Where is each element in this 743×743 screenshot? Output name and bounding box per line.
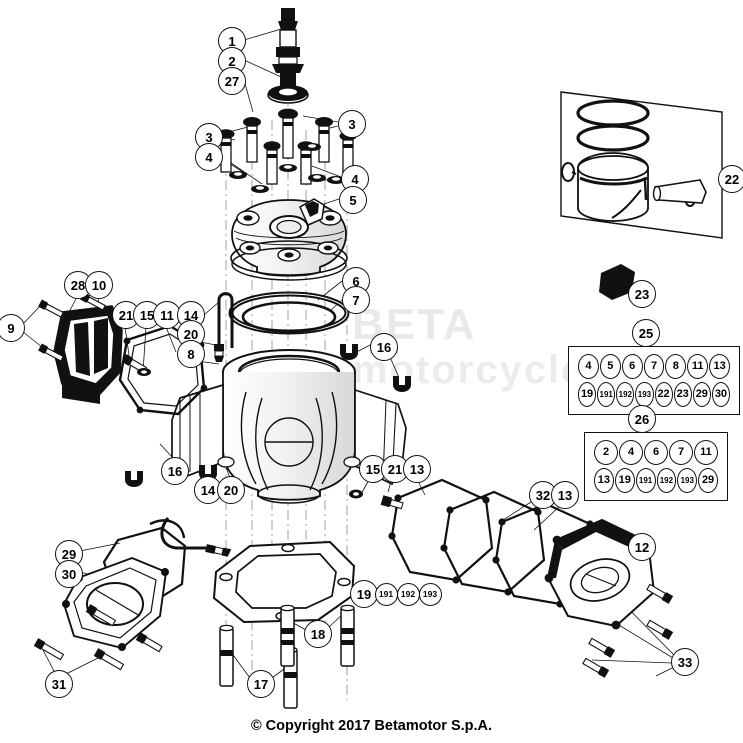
callout-17[interactable]: 17	[247, 670, 275, 698]
callout-27[interactable]: 27	[218, 67, 246, 95]
callout-12[interactable]: 12	[628, 533, 656, 561]
callout-9[interactable]: 9	[0, 314, 25, 342]
chip-5[interactable]: 5	[599, 354, 621, 379]
chip-30[interactable]: 30	[711, 382, 730, 407]
callout-7[interactable]: 7	[342, 286, 370, 314]
callout-193[interactable]: 193	[418, 582, 442, 606]
chip-11[interactable]: 11	[694, 440, 718, 465]
chip-13[interactable]: 13	[594, 468, 614, 493]
callout-30[interactable]: 30	[55, 560, 83, 588]
callout-3[interactable]: 3	[338, 110, 366, 138]
callout-23[interactable]: 23	[628, 280, 656, 308]
callout-31[interactable]: 31	[45, 670, 73, 698]
chip-7[interactable]: 7	[669, 440, 693, 465]
callout-33[interactable]: 33	[671, 648, 699, 676]
chip-22[interactable]: 22	[654, 382, 673, 407]
chip-192[interactable]: 192	[656, 468, 677, 493]
callout-16[interactable]: 16	[370, 333, 398, 361]
chip-193[interactable]: 193	[635, 382, 654, 407]
callout-10[interactable]: 10	[85, 271, 113, 299]
callout-5[interactable]: 5	[339, 186, 367, 214]
chip-8[interactable]: 8	[665, 354, 687, 379]
chip-4[interactable]: 4	[619, 440, 643, 465]
callout-191[interactable]: 191	[374, 582, 398, 606]
callout-8[interactable]: 8	[177, 340, 205, 368]
chip-4[interactable]: 4	[578, 354, 599, 379]
chip-6[interactable]: 6	[621, 354, 643, 379]
chip-7[interactable]: 7	[643, 354, 665, 379]
callout-16[interactable]: 16	[161, 457, 189, 485]
callout-25[interactable]: 25	[632, 319, 660, 347]
chip-29[interactable]: 29	[692, 382, 711, 407]
chip-6[interactable]: 6	[644, 440, 668, 465]
callout-192[interactable]: 192	[396, 582, 420, 606]
chip-191[interactable]: 191	[597, 382, 616, 407]
copyright-notice: © Copyright 2017 Betamotor S.p.A.	[250, 718, 493, 734]
callout-26[interactable]: 26	[628, 405, 656, 433]
callout-20[interactable]: 20	[217, 476, 245, 504]
chip-192[interactable]: 192	[616, 382, 635, 407]
chip-193[interactable]: 193	[677, 468, 698, 493]
chip-19[interactable]: 19	[614, 468, 635, 493]
callout-4[interactable]: 4	[195, 143, 223, 171]
chip-23[interactable]: 23	[673, 382, 692, 407]
callout-18[interactable]: 18	[304, 620, 332, 648]
chip-11[interactable]: 11	[687, 354, 709, 379]
callout-22[interactable]: 22	[718, 165, 743, 193]
callout-19[interactable]: 19	[350, 580, 378, 608]
callout-13[interactable]: 13	[551, 481, 579, 509]
callout-13[interactable]: 13	[403, 455, 431, 483]
chip-29[interactable]: 29	[698, 468, 718, 493]
chip-2[interactable]: 2	[594, 440, 618, 465]
chip-191[interactable]: 191	[635, 468, 656, 493]
chip-13[interactable]: 13	[709, 354, 731, 379]
callout-11[interactable]: 11	[153, 301, 181, 329]
chip-19[interactable]: 19	[578, 382, 597, 407]
